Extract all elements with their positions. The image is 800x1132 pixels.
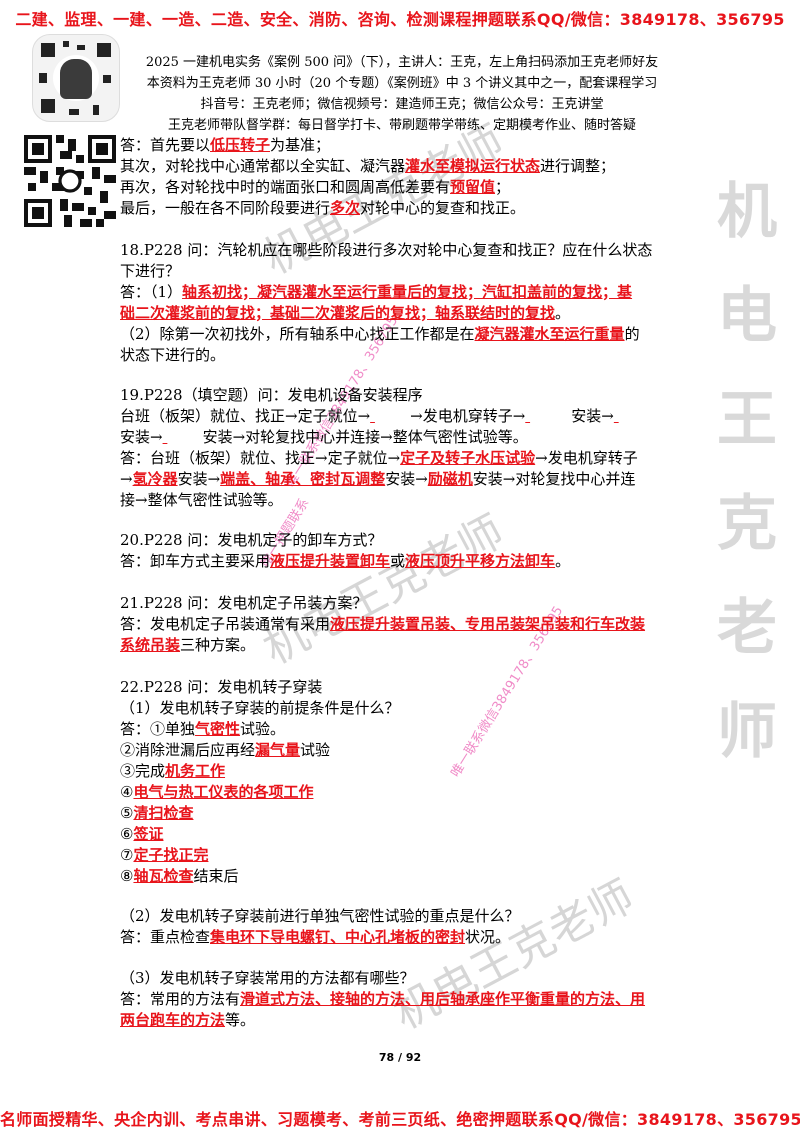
answer-item: 答：①单独气密性试验。 — [120, 720, 286, 738]
vertical-watermark: 机 电 王 克 老 师 — [712, 160, 782, 784]
sub-question: （3）发电机转子穿装常用的方法都有哪些？ — [120, 969, 415, 987]
diagonal-watermark: 机电王克老师 — [385, 870, 643, 1040]
teacher-photo — [60, 59, 92, 99]
answer-item: ④电气与热工仪表的各项工作 — [120, 783, 314, 801]
header-line: 2025 一建机电实务《案例 500 问》（下），主讲人：王克，左上角扫码添加王… — [145, 55, 659, 70]
header-line: 抖音号：王克老师；微信视频号：建造师王克；微信公众号：王克讲堂 — [200, 97, 604, 112]
page-number: 78 / 92 — [378, 1051, 422, 1064]
watermark-char: 老 — [717, 593, 777, 663]
bottom-banner: 名师面授精华、央企内训、考点串讲、习题模考、考前三页纸、绝密押题联系QQ/微信：… — [0, 1110, 800, 1129]
answer-line: 接→整体气密性试验等。 — [120, 491, 283, 509]
answer-line: 答：首先要以低压转子为基准； — [120, 136, 331, 154]
answer-item: ⑦定子找正完 — [120, 846, 209, 864]
watermark-char: 师 — [717, 697, 777, 767]
teacher-qr-code[interactable] — [32, 34, 120, 122]
answer-line: 最后，一般在各不同阶段要进行多次对轮中心的复查和找正。 — [120, 199, 526, 217]
answer-item: ⑥签证 — [120, 825, 164, 843]
answer-line: →氢冷器安装→端盖、轴承、密封瓦调整安装→励磁机安装→对轮复找中心并连 — [120, 470, 636, 488]
answer-line: 答：卸车方式主要采用液压提升装置卸车或液压顶升平移方法卸车。 — [120, 552, 571, 570]
answer-line: 答：（1）轴系初找；凝汽器灌水至运行重量后的复找；汽缸扣盖前的复找；基 — [120, 283, 633, 301]
sub-question: （2）发电机转子穿装前进行单独气密性试验的重点是什么？ — [120, 907, 520, 925]
answer-line: 答：台班（板架）就位、找正→定子就位→定子及转子水压试验→发电机穿转子 — [120, 449, 638, 467]
answer-line: 其次，对轮找中心通常都以全实缸、凝汽器灌水至模拟运行状态进行调整； — [120, 157, 616, 175]
answer-item: ⑧轴瓦检查结束后 — [120, 867, 239, 885]
answer-line: 再次，各对轮找中时的端面张口和圆周高低差要有预留值； — [120, 178, 511, 196]
answer-item: ②消除泄漏后应再经漏气量试验 — [120, 741, 331, 759]
sub-question: （1）发电机转子穿装的前提条件是什么？ — [120, 699, 400, 717]
question-19: 19.P228（填空题）问：发电机设备安装程序 — [120, 386, 423, 404]
small-qr-code[interactable] — [24, 135, 116, 227]
question-22: 22.P228 问：发电机转子穿装 — [120, 678, 323, 696]
question-20: 20.P228 问：发电机定子的卸车方式？ — [120, 531, 383, 549]
header-line: 本资料为王克老师 30 小时（20 个专题）《案例班》中 3 个讲义其中之一，配… — [146, 76, 658, 91]
question-18: 18.P228 问：汽轮机应在哪些阶段进行多次对轮中心复查和找正？应在什么状态 — [120, 241, 653, 259]
answer-line: 础二次灌浆前的复找；基础二次灌浆后的复找；轴系联结时的复找。 — [120, 304, 571, 322]
header-line: 王克老师带队督学群：每日督学打卡、带刷题带学带练、定期模考作业、随时答疑 — [167, 118, 636, 133]
question-line: 台班（板架）就位、找正→定子就位→ →发电机穿转子→ 安装→ — [120, 407, 614, 425]
answer-line: 答：重点检查集电环下导电螺钉、中心孔堵板的密封状况。 — [120, 928, 511, 946]
answer-line: 答：常用的方法有滑道式方法、接轴的方法、用后轴承座作平衡重量的方法、用 — [120, 990, 646, 1008]
watermark-char: 机 — [717, 177, 777, 247]
answer-line: 两台跑车的方法等。 — [120, 1011, 256, 1029]
answer-line: （2）除第一次初找外，所有轴系中心找正工作都是在凝汽器灌水至运行重量的 — [120, 325, 640, 343]
top-banner: 二建、监理、一建、一造、二造、安全、消防、咨询、检测课程押题联系QQ/微信：38… — [15, 10, 785, 29]
question-line: 安装→ 安装→对轮复找中心并连接→整体气密性试验等。 — [120, 428, 528, 446]
question-21: 21.P228 问：发电机定子吊装方案？ — [120, 594, 368, 612]
answer-item: ③完成机务工作 — [120, 762, 226, 780]
answer-item: ⑤清扫检查 — [120, 804, 194, 822]
watermark-char: 王 — [717, 385, 777, 455]
answer-line: 状态下进行的。 — [120, 346, 226, 364]
answer-line: 答：发电机定子吊装通常有采用液压提升装置吊装、专用吊装架吊装和行车改装 — [120, 615, 646, 633]
watermark-char: 电 — [717, 281, 777, 351]
question-line: 下进行？ — [120, 262, 181, 280]
watermark-char: 克 — [717, 489, 777, 559]
answer-line: 系统吊装三种方案。 — [120, 636, 256, 654]
